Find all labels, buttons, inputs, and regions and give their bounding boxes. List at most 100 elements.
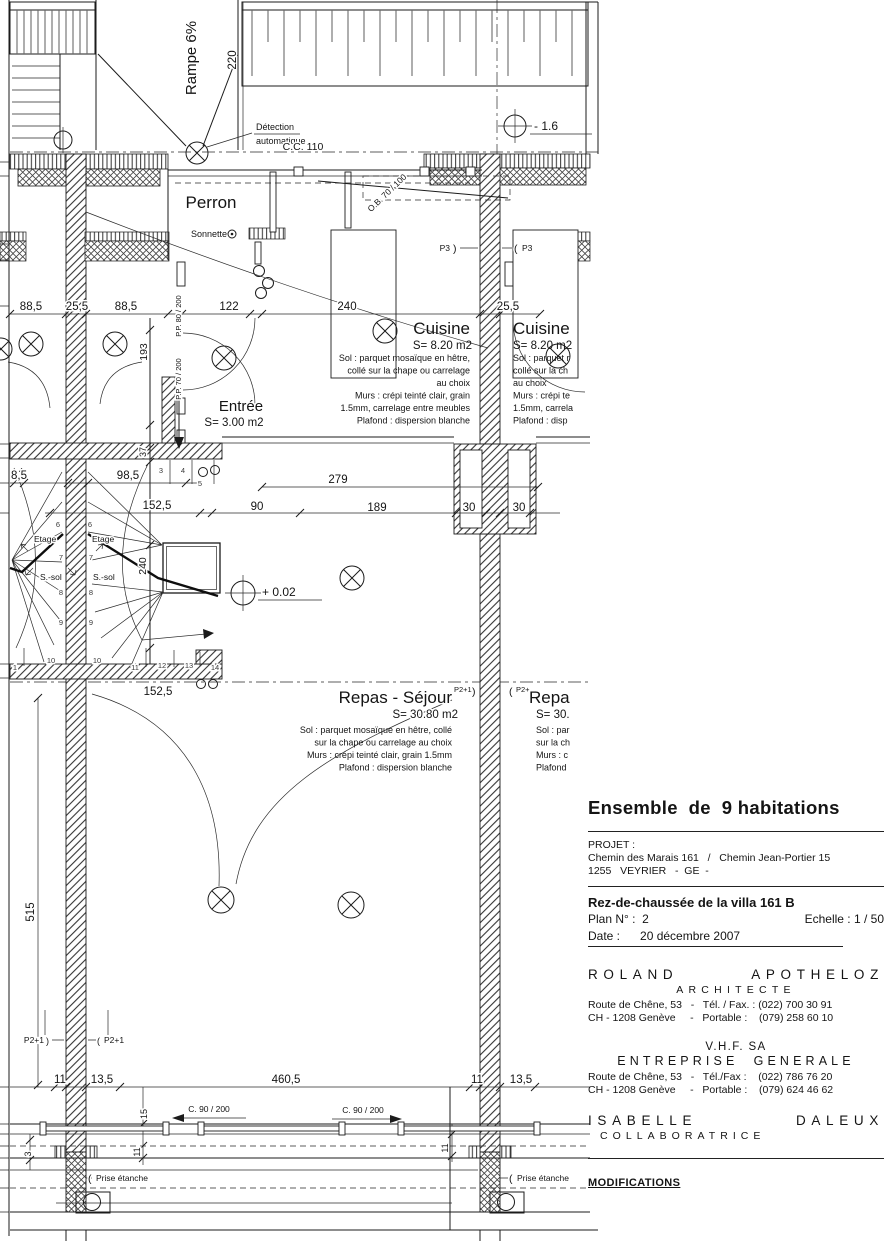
repas-spec: Murs : crépi teinté clair, grain 1.5mm: [307, 750, 452, 760]
repas-spec: Sol : par: [536, 725, 570, 735]
smoke-detector-symbol: [185, 132, 300, 165]
cc110-label: C.C. 110: [283, 141, 324, 153]
dim-label: 98,5: [117, 470, 139, 482]
ramp-label: Rampe 6%: [183, 21, 200, 95]
drawing-title: Rez-de-chaussée de la villa 161 B: [588, 895, 795, 910]
lamp-icon: [211, 345, 237, 371]
firm-name: V.H.F. SA: [705, 1041, 767, 1053]
dim-label: 279: [328, 474, 347, 486]
connector-paren: (: [509, 1173, 513, 1185]
divider: [588, 1158, 884, 1159]
top-grate-strip: [241, 1, 599, 154]
kitchen-counter: [330, 229, 397, 379]
stair-number: 1: [13, 663, 17, 672]
architect-address-2: CH - 1208 Genève - Portable : (079) 258 …: [588, 1012, 834, 1024]
level-marker-main: [225, 575, 322, 611]
cuisine-right-area: S= 8.20 m2: [513, 340, 572, 352]
stair-number: 6: [56, 520, 60, 529]
collaborator-last-name: DALEUX: [795, 1113, 884, 1128]
lamp-icon: [18, 331, 44, 357]
cuisine-spec: 1.5mm, carrelage entre meubles: [340, 403, 470, 413]
divider: [588, 831, 884, 832]
stair-number: 4: [19, 466, 23, 475]
c90-label-right: C. 90 / 200: [342, 1105, 384, 1115]
facade-lines: [168, 166, 590, 444]
stair-number: 8: [89, 588, 93, 597]
prise-etanche-right: Prise étanche: [517, 1173, 569, 1183]
bottom-windows: [10, 1087, 598, 1241]
room-entree: Entrée: [219, 398, 263, 415]
lamp-icon: [0, 337, 13, 361]
dim-label: 240: [137, 557, 149, 575]
dim-label: 15: [139, 1109, 149, 1119]
dim-label: 25,5: [497, 301, 519, 313]
detection-label-1: Détection: [256, 122, 294, 132]
stair-etage-left: Etage: [34, 534, 56, 544]
stair-number: 12: [158, 661, 166, 670]
room-cuisine-right: Cuisine: [513, 319, 570, 338]
sheet-title: Ensemble de 9 habitations: [588, 797, 840, 818]
lamp-icon: [372, 318, 398, 344]
connector-paren: (: [88, 1173, 92, 1185]
firm-address-2: CH - 1208 Genève - Portable : (079) 624 …: [588, 1084, 834, 1096]
cuisine-spec: au choix: [513, 378, 547, 388]
cuisine-spec: Sol : parquet mosaïque en hêtre,: [339, 353, 470, 363]
cuisine-spec: au choix: [436, 378, 470, 388]
cuisine-spec: Murs : crépi teinté clair, grain: [355, 391, 470, 401]
connector-paren: (: [509, 686, 513, 698]
room-repas: Repas - Séjour: [339, 688, 453, 707]
cuisine-spec: Murs : crépi te: [513, 391, 570, 401]
repas-spec: sur la ch: [536, 738, 570, 748]
door-pp70-label: P.P. 70 / 200: [174, 358, 183, 399]
cuisine-spec: collé sur la ch: [513, 366, 568, 376]
p3-right: P3: [522, 243, 533, 253]
cuisine-spec: collé sur la chape ou carrelage: [347, 366, 470, 376]
door-pivot-dots: [196, 465, 220, 689]
project-address-2: 1255 VEYRIER - GE -: [588, 865, 709, 877]
door-pp80-label: P.P. 80 / 200: [174, 295, 183, 336]
title-block: Ensemble de 9 habitations PROJET : Chemi…: [588, 797, 884, 1189]
p2plus1-right: P2+1: [104, 1035, 124, 1045]
repas-spec: Plafond : dispersion blanche: [339, 763, 452, 773]
dim-label: 13,5: [510, 1074, 532, 1086]
level-main-label: + 0.02: [262, 585, 296, 599]
stair-number: 9: [59, 618, 63, 627]
prise-etanche-left: Prise étanche: [96, 1173, 148, 1183]
project-address-1: Chemin des Marais 161 / Chemin Jean-Port…: [588, 852, 831, 864]
scale: Echelle : 1 / 50: [804, 912, 884, 926]
stair-number: 10: [47, 656, 55, 665]
project-label: PROJET :: [588, 839, 636, 851]
dim-label: 25,5: [66, 301, 88, 313]
p3-left: P3: [440, 243, 451, 253]
stair-number: 10: [93, 656, 101, 665]
repas-right-area: S= 30.: [536, 709, 570, 721]
stair-number: 7: [59, 553, 63, 562]
stair-number: 14: [211, 663, 219, 672]
repas-spec: sur la chape ou carrelage au choix: [314, 738, 452, 748]
dim-label: 11: [440, 1143, 450, 1152]
dim-label: 88,5: [20, 301, 42, 313]
left-margin: [0, 0, 10, 1236]
dim-label: 11: [132, 1147, 142, 1156]
kitchen-counter-right: [512, 229, 579, 379]
stair-number: 3: [159, 466, 163, 475]
ceiling-lamp-icons: [0, 318, 571, 919]
axis-lines: [10, 0, 598, 683]
stair-number: 6: [88, 520, 92, 529]
stair-duct: [162, 542, 221, 594]
dim-label: 11: [471, 1074, 483, 1086]
firm-address-1: Route de Chêne, 53 - Tél./Fax : (022) 78…: [588, 1071, 833, 1083]
dim-label: 152,5: [144, 686, 173, 698]
cuisine-spec: 1.5mm, carrela: [513, 403, 573, 413]
door-swing-arcs: [7, 211, 586, 887]
detection-label-2: automatique: [256, 136, 306, 146]
dim-label: 460,5: [272, 1074, 301, 1086]
cuisine-area: S= 8.20 m2: [413, 340, 472, 352]
architect-address-1: Route de Chêne, 53 - Tél. / Fax. : (022)…: [588, 999, 833, 1011]
dim-label: 152,5: [143, 500, 172, 512]
stair-ssol-left: S.-sol: [40, 572, 62, 582]
architect-last-name: APOTHELOZ: [751, 967, 884, 982]
lamp-icon: [545, 343, 571, 369]
